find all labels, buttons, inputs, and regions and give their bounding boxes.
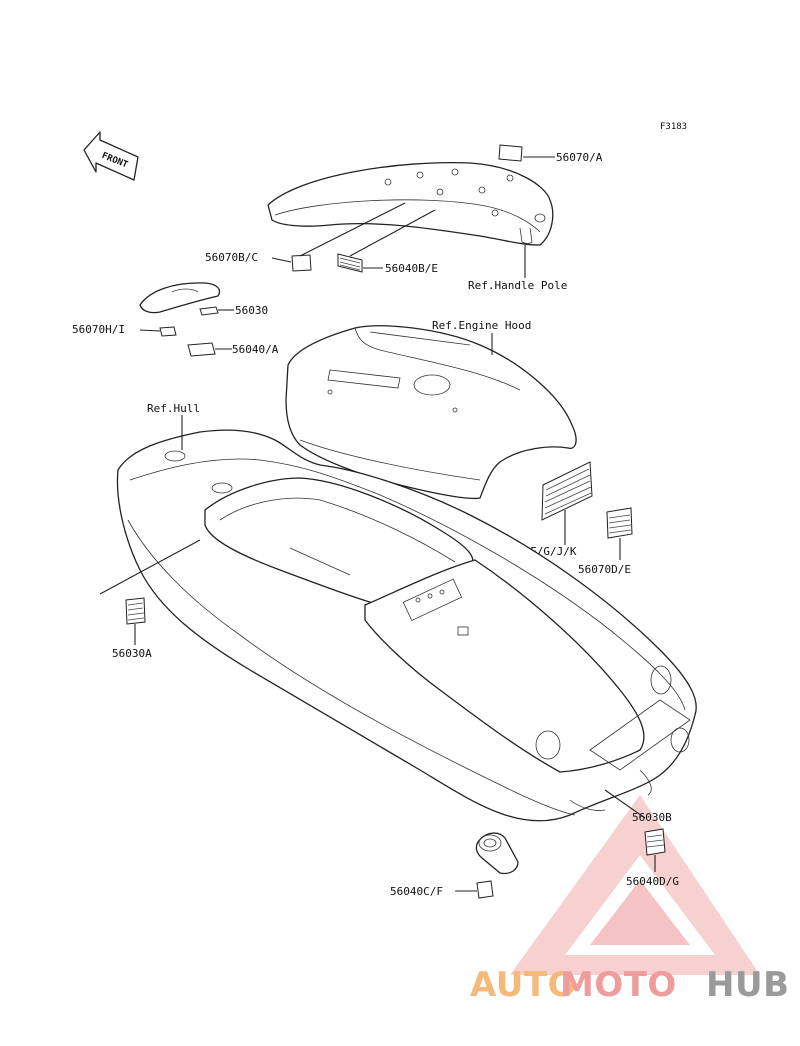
decal-56030a (125, 597, 146, 625)
label-56030a: 56030A (112, 647, 152, 660)
decal-56070de (606, 507, 633, 539)
engine-hood (285, 325, 577, 500)
figure-code: F3183 (660, 122, 687, 132)
label-56030b: 56030B (632, 811, 672, 824)
watermark-text-hub: HUB (706, 965, 789, 1005)
label-ref-hull: Ref.Hull (147, 402, 200, 415)
decal-56040be (337, 253, 363, 273)
decal-56040cf (476, 880, 494, 899)
label-56030: 56030 (235, 304, 268, 317)
decal-56070fgjk (541, 461, 593, 521)
label-56070de: 56070D/E (578, 563, 631, 576)
watermark-logo: AUTO MOTO HUB (470, 965, 789, 1005)
decal-56070hi (159, 326, 177, 337)
decal-56070a (498, 144, 523, 162)
watermark-text-moto: MOTO (560, 965, 677, 1005)
label-56040be: 56040B/E (385, 262, 438, 275)
decal-56040dg (644, 828, 666, 856)
label-56040cf: 56040C/F (390, 885, 443, 898)
decal-56070bc (291, 254, 312, 272)
decal-56040a (187, 342, 216, 357)
watermark-triangle-icon (510, 795, 760, 975)
cap-part (475, 832, 519, 875)
front-arrow-icon: FRONT (83, 131, 139, 181)
label-56070hi: 56070H/I (72, 323, 125, 336)
label-ref-handle-pole: Ref.Handle Pole (468, 279, 567, 292)
watermark-text-auto: AUTO (470, 965, 577, 1005)
hull (116, 429, 697, 822)
decal-56030 (199, 306, 219, 316)
label-ref-engine-hood: Ref.Engine Hood (432, 319, 531, 332)
label-56070bc: 56070B/C (205, 251, 258, 264)
label-56040dg: 56040D/G (626, 875, 679, 888)
label-56040a: 56040/A (232, 343, 279, 356)
label-56070a: 56070/A (556, 151, 603, 164)
handle-pole-cover (267, 161, 554, 246)
grip-cover (139, 282, 221, 314)
